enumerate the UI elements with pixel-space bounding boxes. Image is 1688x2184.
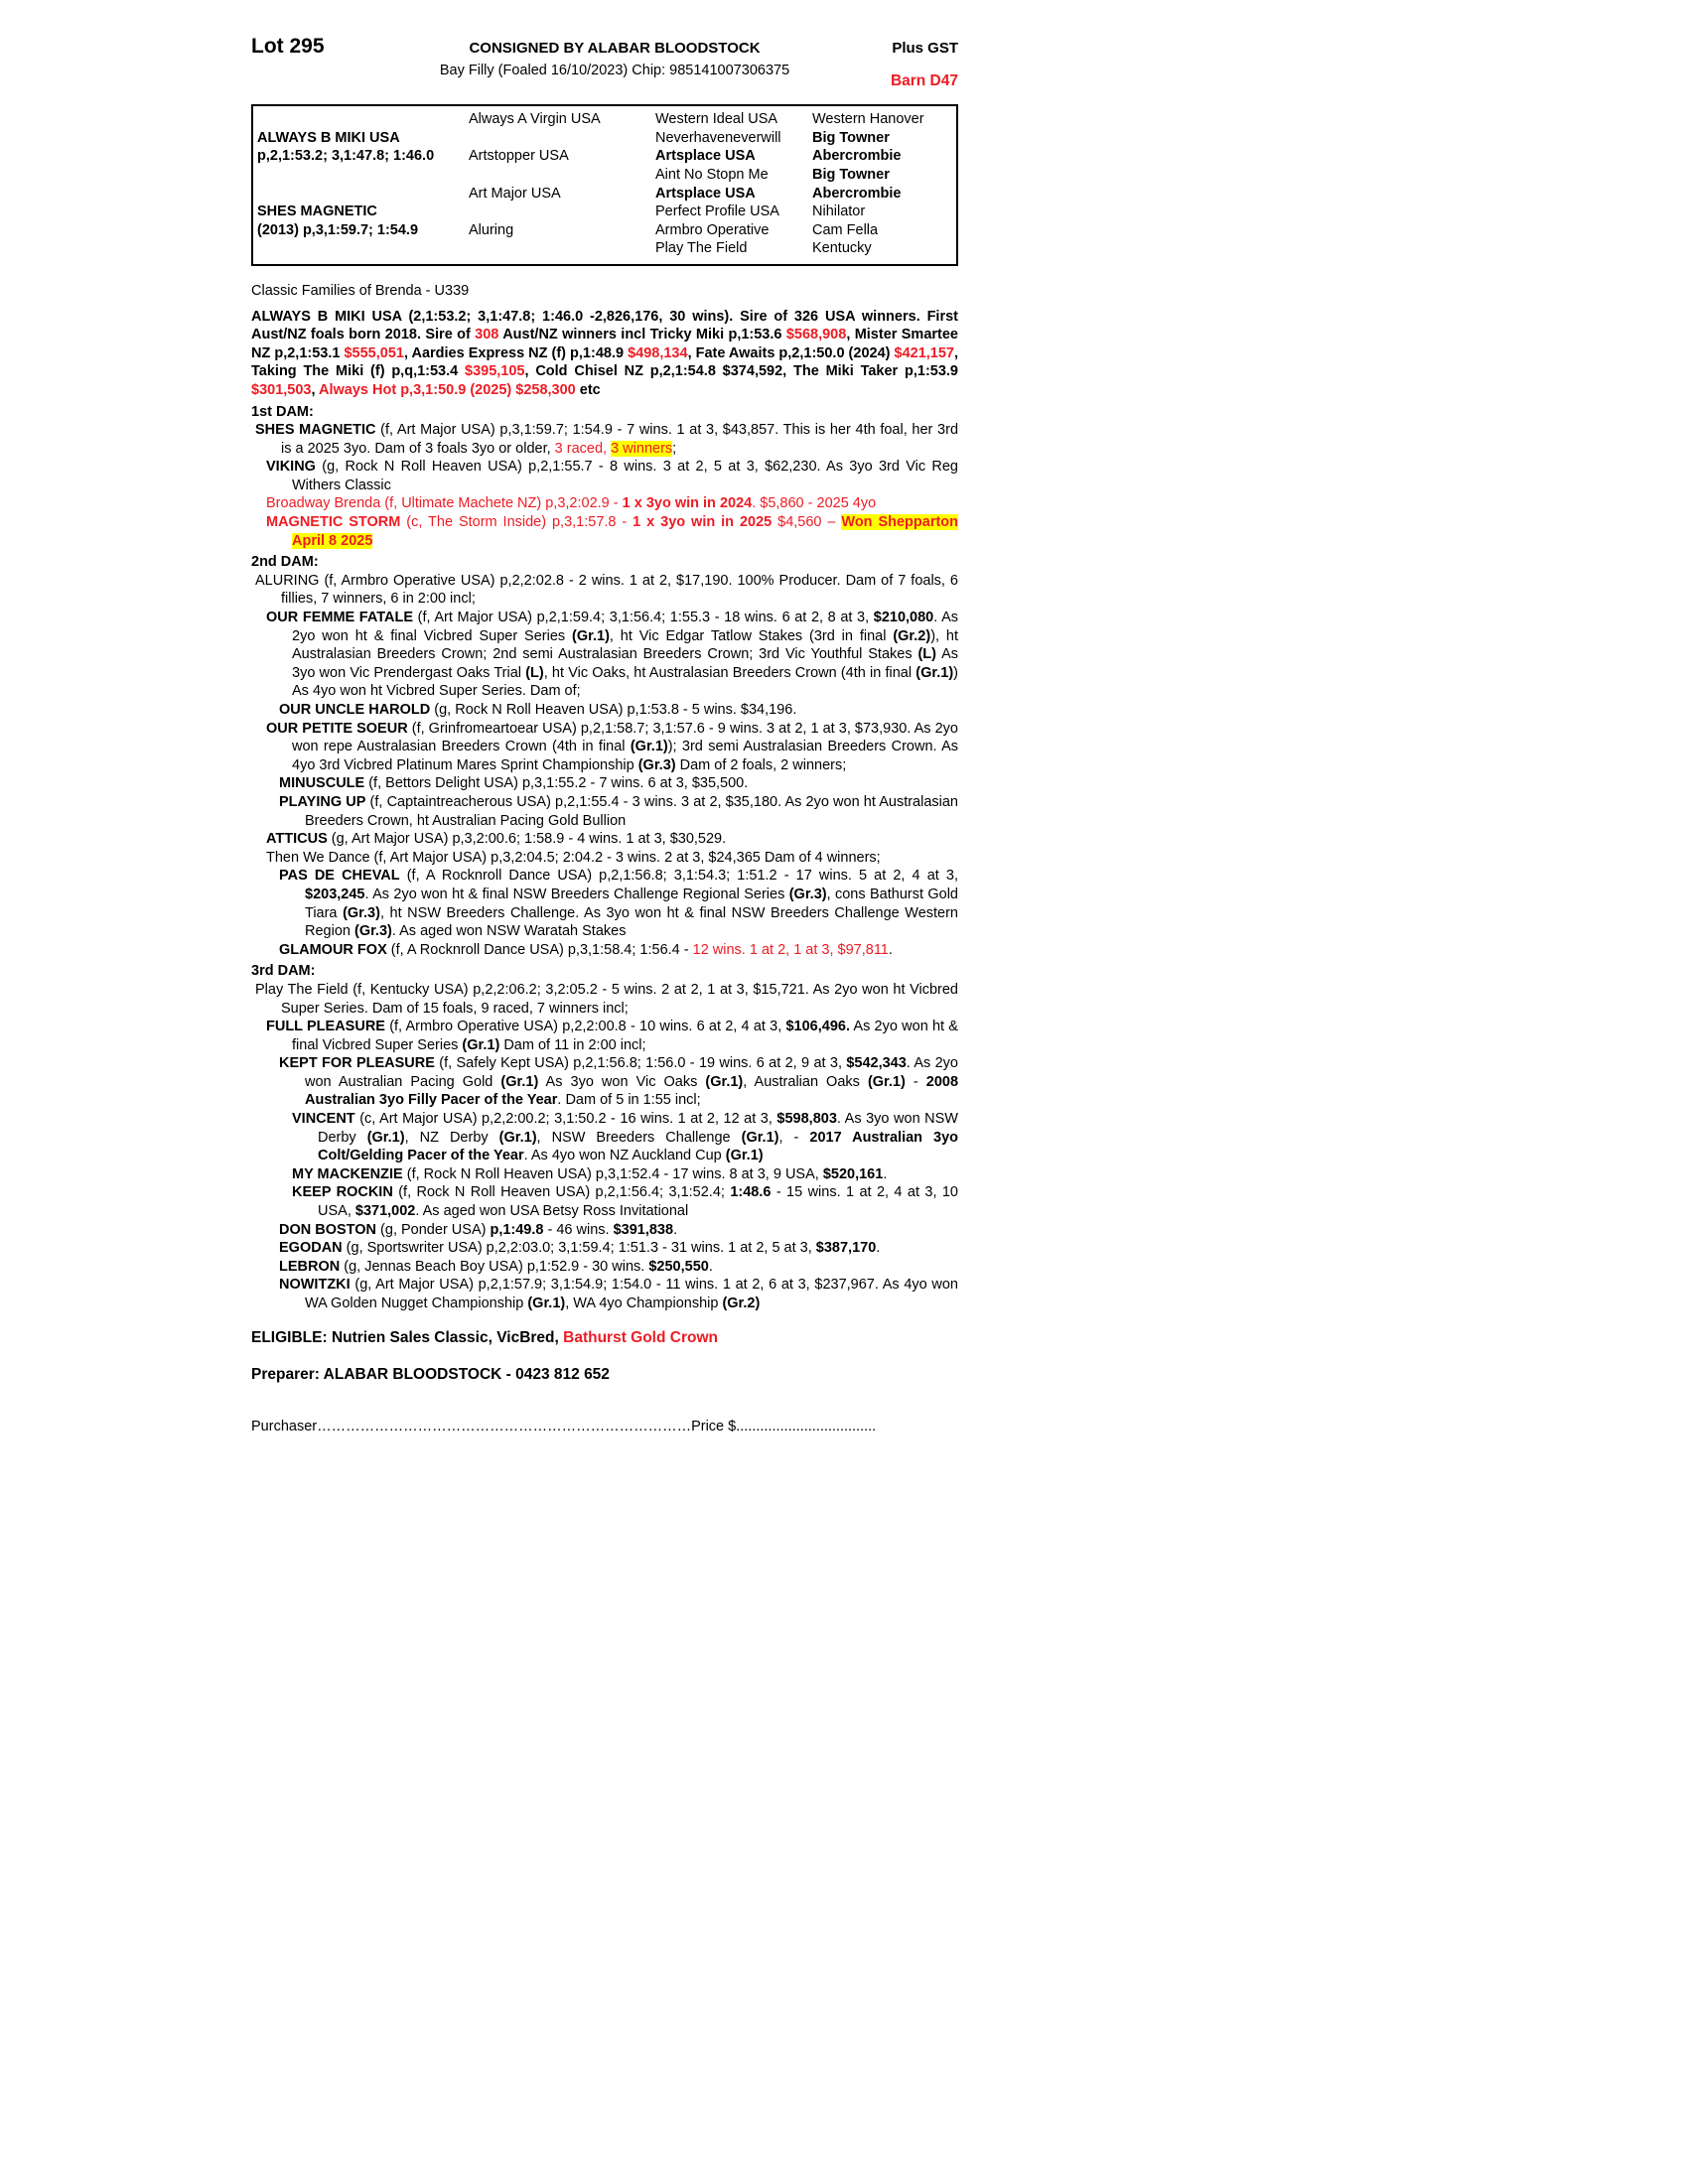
entry-shes-magnetic: SHES MAGNETIC (f, Art Major USA) p,3,1:5… <box>255 422 959 457</box>
pedigree-table: ALWAYS B MIKI USA p,2,1:53.2; 3,1:47.8; … <box>251 104 958 266</box>
heading-3rd-dam: 3rd DAM: <box>251 963 316 980</box>
entry-playing-up: PLAYING UP (f, Captaintreacherous USA) p… <box>279 793 958 829</box>
lot-number: Lot 295 <box>251 35 325 58</box>
entry-play-the-field: Play The Field (f, Kentucky USA) p,2,2:0… <box>255 981 958 1017</box>
dam-record: (2013) p,3,1:59.7; 1:54.9 <box>257 221 419 238</box>
pedigree-gen2-1: Artstopper USA <box>469 148 569 165</box>
header-right: Plus GST Barn D47 <box>829 36 958 90</box>
heading-2nd-dam: 2nd DAM: <box>251 554 319 571</box>
classic-families-line: Classic Families of Brenda - U339 <box>251 282 470 299</box>
pedigree-gen3-3: Aint No Stopn Me <box>655 166 769 183</box>
entry-egodan: EGODAN (g, Sportswriter USA) p,2,2:03.0;… <box>279 1240 881 1257</box>
pedigree-row: ALWAYS B MIKI USA p,2,1:53.2; 3,1:47.8; … <box>253 110 956 164</box>
pedigree-gen3-2: Artsplace USA <box>655 148 756 165</box>
page-header: Lot 295 CONSIGNED BY ALABAR BLOODSTOCK B… <box>251 36 958 90</box>
entry-full-pleasure: FULL PLEASURE (f, Armbro Operative USA) … <box>266 1019 958 1053</box>
pedigree-gen4-3: Big Towner <box>812 166 890 183</box>
pedigree-gen2-3: Aluring <box>469 221 514 238</box>
pedigree-row: Neverhaveneverwill Big Towner <box>253 129 956 148</box>
entry-magnetic-storm: MAGNETIC STORM (c, The Storm Inside) p,3… <box>266 514 959 549</box>
sire-summary: ALWAYS B MIKI USA (2,1:53.2; 3,1:47.8; 1… <box>251 308 959 398</box>
entry-our-femme-fatale: OUR FEMME FATALE (f, Art Major USA) p,2,… <box>266 610 959 700</box>
entry-pas-de-cheval: PAS DE CHEVAL (f, A Rocknroll Dance USA)… <box>279 868 958 940</box>
purchaser-line: Purchaser……………………………………………………………………Price… <box>251 1418 877 1434</box>
dam-name: SHES MAGNETIC <box>257 204 377 220</box>
pedigree-gen3-4: Artsplace USA <box>655 185 756 202</box>
pedigree-row: Perfect Profile USA Nihilator <box>253 203 956 221</box>
entry-then-we-dance: Then We Dance (f, Art Major USA) p,3,2:0… <box>266 849 881 866</box>
pedigree-gen3-0: Western Ideal USA <box>655 111 778 128</box>
entry-my-mackenzie: MY MACKENZIE (f, Rock N Roll Heaven USA)… <box>292 1165 888 1182</box>
entry-lebron: LEBRON (g, Jennas Beach Boy USA) p,1:52.… <box>279 1258 713 1275</box>
pedigree-gen4-2: Abercrombie <box>812 148 902 165</box>
entry-don-boston: DON BOSTON (g, Ponder USA) p,1:49.8 - 46… <box>279 1221 678 1238</box>
sire-name: ALWAYS B MIKI USA <box>257 129 400 146</box>
pedigree-details: Classic Families of Brenda - U339 ALWAYS… <box>251 282 959 1435</box>
preparer-line: Preparer: ALABAR BLOODSTOCK - 0423 812 6… <box>251 1366 610 1384</box>
entry-our-uncle-harold: OUR UNCLE HAROLD (g, Rock N Roll Heaven … <box>279 702 797 718</box>
pedigree-sire-cell: ALWAYS B MIKI USA p,2,1:53.2; 3,1:47.8; … <box>253 110 465 184</box>
pedigree-gen3-7: Play The Field <box>655 240 748 257</box>
pedigree-row: Play The Field Kentucky <box>253 239 956 258</box>
entry-nowitzki: NOWITZKI (g, Art Major USA) p,2,1:57.9; … <box>279 1277 958 1311</box>
pedigree-dam-cell: SHES MAGNETIC (2013) p,3,1:59.7; 1:54.9 <box>253 185 465 258</box>
entry-minuscule: MINUSCULE (f, Bettors Delight USA) p,3,1… <box>279 775 749 792</box>
pedigree-row: Artstopper USA Artsplace USA Abercrombie <box>253 147 956 166</box>
pedigree-gen3-5: Perfect Profile USA <box>655 204 779 220</box>
header-center: CONSIGNED BY ALABAR BLOODSTOCK Bay Filly… <box>400 36 829 79</box>
consignor-line: CONSIGNED BY ALABAR BLOODSTOCK <box>469 40 761 57</box>
pedigree-gen4-4: Abercrombie <box>812 185 902 202</box>
pedigree-gen4-5: Nihilator <box>812 204 866 220</box>
pedigree-gen4-6: Cam Fella <box>812 221 879 238</box>
pedigree-row: SHES MAGNETIC (2013) p,3,1:59.7; 1:54.9 … <box>253 185 956 238</box>
pedigree-row: Aluring Armbro Operative Cam Fella <box>253 221 956 240</box>
entry-kept-for-pleasure: KEPT FOR PLEASURE (f, Safely Kept USA) p… <box>279 1055 959 1109</box>
entry-atticus: ATTICUS (g, Art Major USA) p,3,2:00.6; 1… <box>266 831 727 848</box>
heading-1st-dam: 1st DAM: <box>251 403 314 420</box>
sire-record: p,2,1:53.2; 3,1:47.8; 1:46.0 <box>257 148 435 165</box>
eligible-line: ELIGIBLE: Nutrien Sales Classic, VicBred… <box>251 1328 718 1346</box>
entry-keep-rockin: KEEP ROCKIN (f, Rock N Roll Heaven USA) … <box>292 1184 958 1220</box>
pedigree-gen3-6: Armbro Operative <box>655 221 770 238</box>
pedigree-row: Aint No Stopn Me Big Towner <box>253 166 956 185</box>
pedigree-gen4-7: Kentucky <box>812 240 872 257</box>
horse-description: Bay Filly (Foaled 16/10/2023) Chip: 9851… <box>439 62 790 78</box>
barn-label: Barn D47 <box>890 71 958 89</box>
entry-aluring: ALURING (f, Armbro Operative USA) p,2,2:… <box>255 572 958 608</box>
pedigree-gen2-0: Always A Virgin USA <box>469 111 601 128</box>
entry-glamour-fox: GLAMOUR FOX (f, A Rocknroll Dance USA) p… <box>279 941 893 958</box>
pedigree-gen4-1: Big Towner <box>812 129 890 146</box>
pedigree-gen3-1: Neverhaveneverwill <box>655 129 781 146</box>
entry-viking: VIKING (g, Rock N Roll Heaven USA) p,2,1… <box>266 459 958 493</box>
entry-vincent: VINCENT (c, Art Major USA) p,2,2:00.2; 3… <box>292 1111 959 1164</box>
plus-gst-label: Plus GST <box>892 40 958 57</box>
pedigree-gen2-2: Art Major USA <box>469 185 561 202</box>
pedigree-gen4-0: Western Hanover <box>812 111 924 128</box>
entry-our-petite-soeur: OUR PETITE SOEUR (f, Grinfromeartoear US… <box>266 720 958 773</box>
page-content: Lot 295 CONSIGNED BY ALABAR BLOODSTOCK B… <box>251 36 959 1435</box>
entry-broadway-brenda: Broadway Brenda (f, Ultimate Machete NZ)… <box>266 495 877 512</box>
